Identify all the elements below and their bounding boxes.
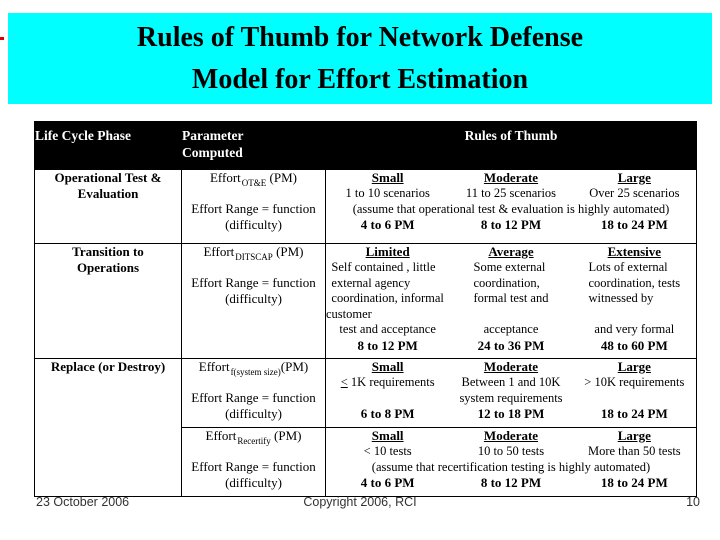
- effort-formula: Effortf(system size)(PM): [198, 359, 309, 377]
- rule-pm: 8 to 12 PM: [480, 475, 542, 490]
- footer-copyright: Copyright 2006, RCI: [303, 495, 417, 509]
- rule-pm: 24 to 36 PM: [477, 337, 545, 353]
- rule-desc: 10 to 50 tests: [477, 444, 545, 458]
- rule-head: Moderate: [483, 359, 539, 374]
- phase-operational-test: Operational Test & Evaluation: [34, 169, 182, 244]
- rule-desc: Between 1 and 10K system requirements: [459, 375, 563, 405]
- header-life-cycle-phase: Life Cycle Phase: [34, 121, 182, 170]
- rule-note: (assume that operational test & evaluati…: [352, 201, 670, 216]
- rule-desc: and very formal: [594, 322, 675, 336]
- rule-note: (assume that recertification testing is …: [371, 459, 651, 474]
- rule-pm: 48 to 60 PM: [600, 337, 668, 353]
- footer-page-number: 10: [686, 495, 700, 509]
- table-row: EffortRecertify (PM) Effort Range = func…: [35, 427, 697, 497]
- rule-pm: 18 to 24 PM: [600, 217, 668, 232]
- rule-desc: acceptance: [483, 322, 539, 336]
- rule-desc: Self contained , little external agency …: [331, 260, 444, 305]
- rules-recertify: Small Moderate Large < 10 tests 10 to 50…: [325, 427, 697, 497]
- header-parameter-computed: Parameter Computed: [181, 121, 326, 170]
- rule-head: Small: [371, 170, 404, 185]
- rule-head: Moderate: [483, 170, 539, 185]
- rules-table: Life Cycle Phase Parameter Computed Rule…: [34, 121, 697, 497]
- slide-title: Rules of Thumb for Network Defense Model…: [8, 13, 712, 104]
- rule-head: Limited: [365, 244, 410, 259]
- rule-desc: More than 50 tests: [587, 444, 681, 458]
- rules-otae: Small Moderate Large 1 to 10 scenarios 1…: [325, 169, 697, 244]
- effort-range: Effort Range = function (difficulty): [191, 201, 316, 232]
- table-row: Operational Test & Evaluation EffortOT&E…: [34, 169, 697, 244]
- param-otae: EffortOT&E (PM) Effort Range = function …: [181, 169, 326, 244]
- effort-formula: EffortRecertify (PM): [205, 428, 302, 446]
- effort-range: Effort Range = function (difficulty): [191, 275, 316, 306]
- rules-system-size: Small Moderate Large < 1K requirements B…: [325, 358, 697, 428]
- effort-formula: EffortOT&E (PM): [209, 170, 297, 188]
- effort-range: Effort Range = function (difficulty): [191, 390, 316, 421]
- rule-pm: 4 to 6 PM: [360, 217, 415, 232]
- param-recertify: EffortRecertify (PM) Effort Range = func…: [181, 427, 326, 497]
- slide-title-line1: Rules of Thumb for Network Defense: [136, 21, 584, 53]
- rule-pm: 12 to 18 PM: [477, 406, 545, 421]
- rule-head: Moderate: [483, 428, 539, 443]
- rule-desc: test and acceptance: [339, 322, 436, 336]
- rule-pm: 18 to 24 PM: [600, 475, 668, 490]
- table-row: Replace (or Destroy) Effortf(system size…: [34, 358, 697, 497]
- slide-title-line2: Model for Effort Estimation: [191, 63, 529, 95]
- table-header-row: Life Cycle Phase Parameter Computed Rule…: [34, 121, 697, 170]
- rule-desc: Lots of external coordination, tests wit…: [588, 260, 681, 305]
- rule-desc: Some external coordination, formal test …: [473, 260, 549, 305]
- rule-desc: 1 to 10 scenarios: [345, 186, 430, 200]
- rule-desc: > 10K requirements: [584, 375, 685, 389]
- rule-pm: 6 to 8 PM: [360, 406, 415, 421]
- rule-head: Extensive: [607, 244, 662, 259]
- param-system-size: Effortf(system size)(PM) Effort Range = …: [181, 358, 326, 428]
- param-ditscap: EffortDITSCAP (PM) Effort Range = functi…: [181, 243, 326, 359]
- rule-pm: 8 to 12 PM: [357, 337, 418, 353]
- rules-ditscap: Limited Average Extensive Self contained…: [325, 243, 697, 359]
- rule-head: Small: [371, 359, 404, 374]
- phase-replace: Replace (or Destroy): [34, 358, 182, 497]
- rule-pm: 18 to 24 PM: [600, 406, 668, 421]
- rule-desc: Over 25 scenarios: [589, 186, 680, 200]
- footer-date: 23 October 2006: [36, 495, 130, 509]
- rule-head: Average: [488, 244, 534, 259]
- header-rules-of-thumb: Rules of Thumb: [325, 121, 697, 170]
- rule-pm: 4 to 6 PM: [360, 475, 415, 490]
- table-row: Transition to Operations EffortDITSCAP (…: [34, 243, 697, 359]
- phase-transition: Transition to Operations: [34, 243, 182, 359]
- screen-artifact-red: [0, 37, 4, 40]
- rule-head: Large: [617, 170, 651, 185]
- rule-desc: < 1K requirements: [340, 375, 435, 389]
- rule-head: Small: [371, 428, 404, 443]
- rule-desc: 11 to 25 scenarios: [465, 186, 557, 200]
- rule-desc-hanging: customer: [326, 306, 372, 321]
- rule-head: Large: [617, 428, 651, 443]
- rule-desc: < 10 tests: [363, 444, 412, 458]
- rule-pm: 8 to 12 PM: [480, 217, 542, 232]
- effort-formula: EffortDITSCAP (PM): [203, 244, 304, 262]
- rule-head: Large: [617, 359, 651, 374]
- effort-range: Effort Range = function (difficulty): [191, 459, 316, 490]
